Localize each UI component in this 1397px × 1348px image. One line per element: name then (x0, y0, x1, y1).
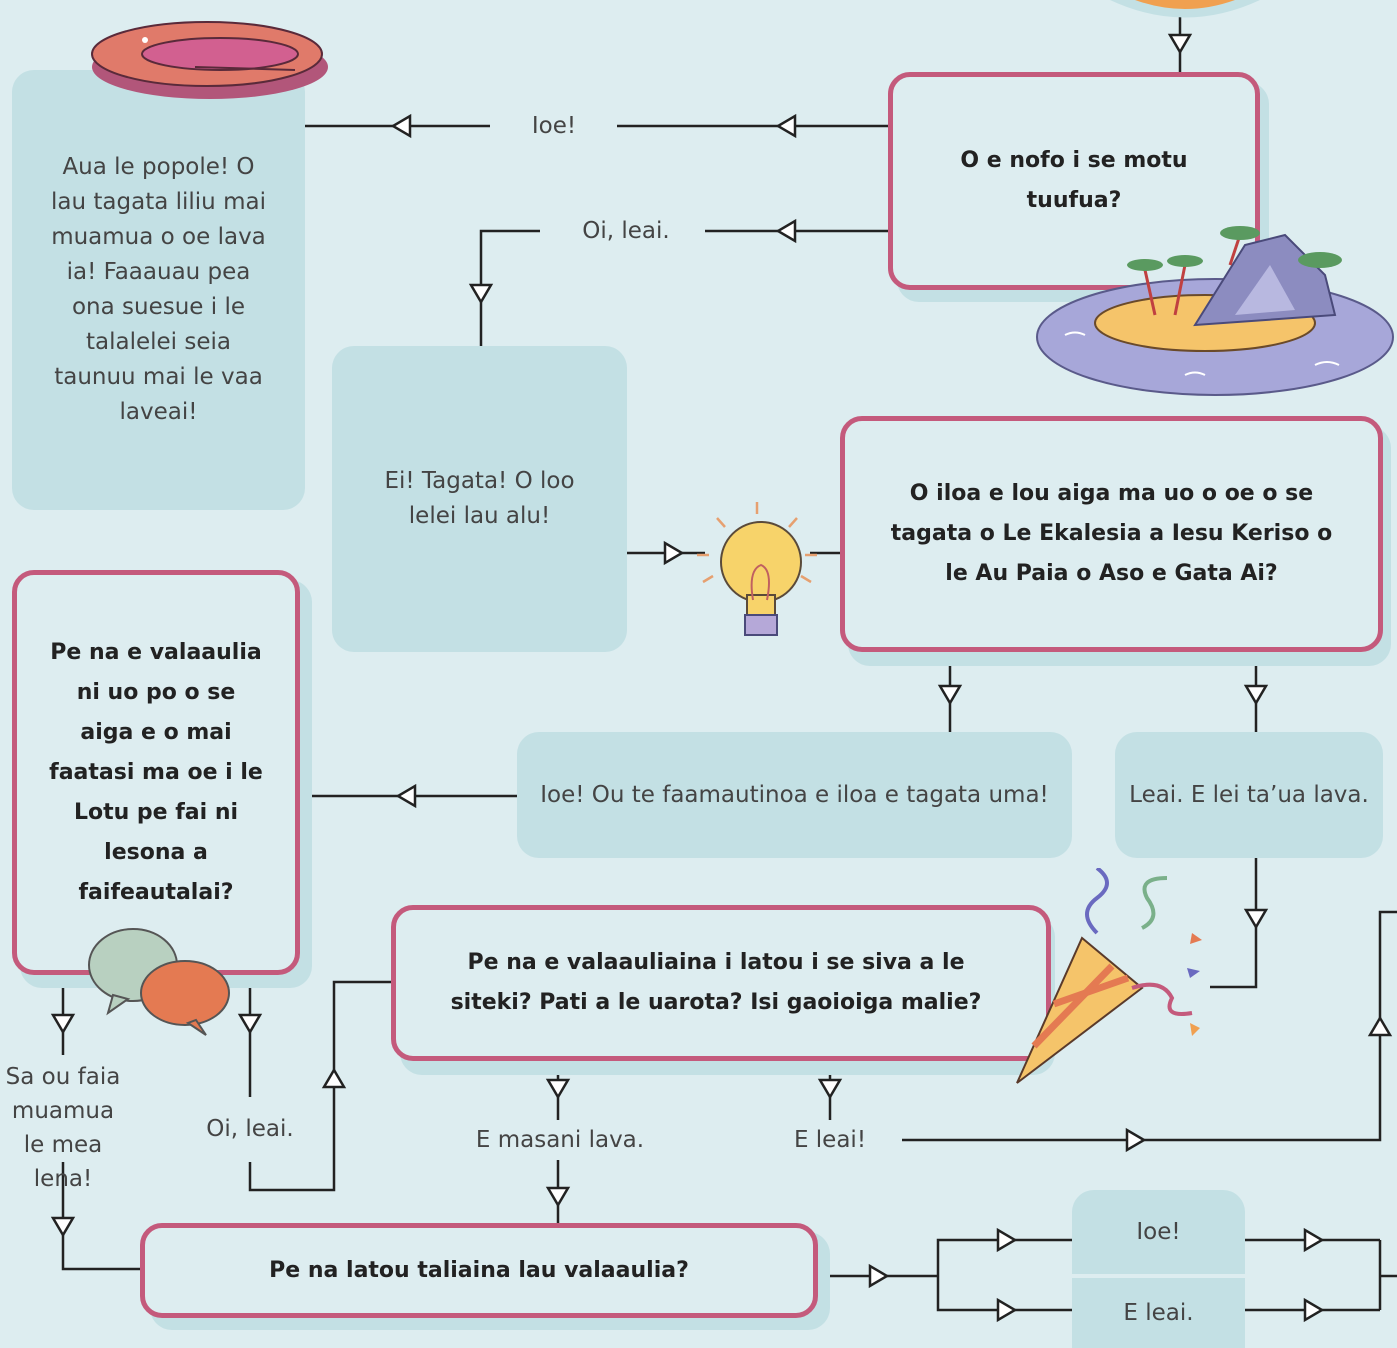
island-icon (1036, 226, 1394, 396)
know-members-question-text: O iloa e lou aiga ma uo o oe o se tagata… (890, 481, 1333, 586)
great-job-box: Ei! Tagata! O loo lelei lau alu! (332, 346, 627, 652)
no-secret-box: Leai. E lei ta’ua lava. (1115, 732, 1383, 858)
no-secret-text: Leai. E lei ta’ua lava. (1129, 781, 1369, 808)
invite-no-label: Oi, leai. (206, 1116, 294, 1142)
accept-no-text: E leai. (1123, 1299, 1194, 1326)
invite-friends-question-box: Pe na e valaaulia ni uo po o se aiga e o… (12, 570, 300, 975)
raft-answer-box: Aua le popole! O lau tagata liliu mai mu… (12, 70, 305, 510)
island-no-label: Oi, leai. (582, 218, 670, 244)
invite-friends-question-text: Pe na e valaaulia ni uo po o se aiga e o… (49, 639, 263, 905)
invite-activities-question-box: Pe na e valaauliaina i latou i se siva a… (391, 905, 1051, 1061)
do-it-first-label: Sa ou faia muamua le mea lena! (5, 1064, 121, 1192)
accepted-question-box: Pe na latou taliaina lau valaaulia? (140, 1223, 818, 1318)
yes-everyone-knows-box: Ioe! Ou te faamautinoa e iloa e tagata u… (517, 732, 1072, 858)
yes-everyone-knows-text: Ioe! Ou te faamautinoa e iloa e tagata u… (540, 781, 1049, 808)
speech-bubbles-icon (88, 928, 230, 1036)
activities-no-label: E leai! (793, 1127, 867, 1153)
top-circle-icon (1110, 0, 1260, 18)
raft-icon (91, 21, 328, 99)
know-members-question-box: O iloa e lou aiga ma uo o oe o se tagata… (840, 416, 1383, 652)
accept-yes-text: Ioe! (1136, 1218, 1181, 1245)
of-course-label: E masani lava. (475, 1127, 645, 1153)
party-popper-icon (1016, 868, 1202, 1084)
island-question-text: O e nofo i se motu tuufua? (960, 148, 1188, 213)
island-question-box: O e nofo i se motu tuufua? (888, 72, 1260, 290)
lightbulb-icon (697, 502, 817, 636)
invite-activities-question-text: Pe na e valaauliaina i latou i se siva a… (450, 950, 982, 1015)
raft-answer-text: Aua le popole! O lau tagata liliu mai mu… (51, 154, 266, 425)
accept-no-box: E leai. (1072, 1278, 1245, 1348)
accept-yes-box: Ioe! (1072, 1190, 1245, 1274)
island-yes-label: Ioe! (531, 113, 577, 139)
great-job-text: Ei! Tagata! O loo lelei lau alu! (384, 468, 575, 529)
accepted-question-text: Pe na latou taliaina lau valaaulia? (269, 1257, 689, 1283)
